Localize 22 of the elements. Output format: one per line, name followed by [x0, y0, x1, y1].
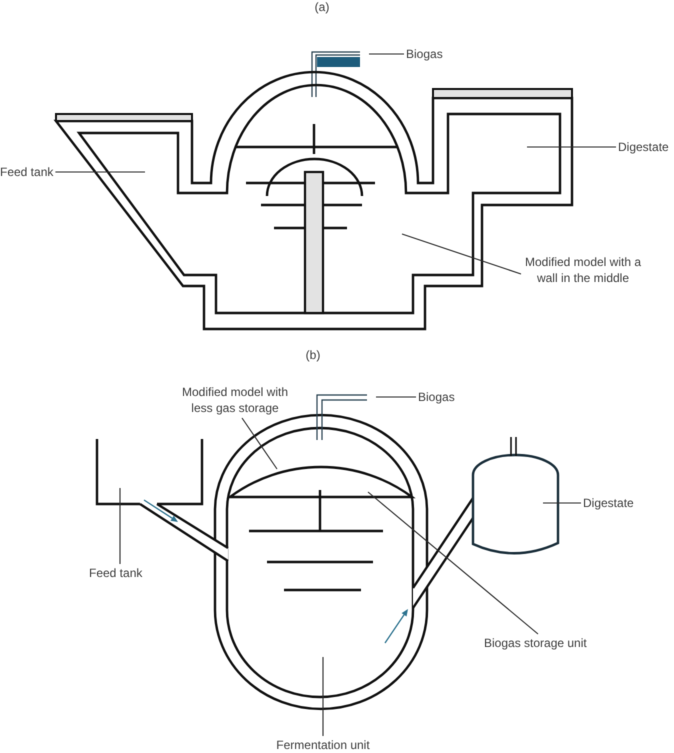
leader-line: [55, 171, 145, 173]
leader-line: [322, 657, 324, 736]
leader-line: [119, 488, 121, 564]
leader-line: [242, 418, 278, 470]
callout-label: Modified model with less gas storage: [180, 384, 290, 416]
leader-line: [376, 396, 416, 398]
leader-line: [527, 146, 616, 148]
callout-label: Biogas: [418, 390, 455, 405]
callout-label: Fermentation unit: [276, 738, 370, 753]
callout-label: Digestate: [583, 496, 634, 511]
leader-line: [368, 492, 538, 634]
leader-line: [543, 502, 581, 504]
leader-line: [369, 53, 404, 55]
callout-label: Feed tank: [0, 165, 54, 180]
callout-label: Modified model with a wall in the middle: [523, 254, 643, 286]
leader-line: [402, 233, 522, 275]
callout-label: Biogas: [406, 47, 443, 62]
callout-label: Digestate: [618, 140, 669, 155]
callout-label: Feed tank: [89, 566, 142, 581]
callout-label: Biogas storage unit: [484, 636, 587, 651]
panel-label: (a): [314, 0, 330, 15]
panel-label: (b): [306, 348, 320, 363]
